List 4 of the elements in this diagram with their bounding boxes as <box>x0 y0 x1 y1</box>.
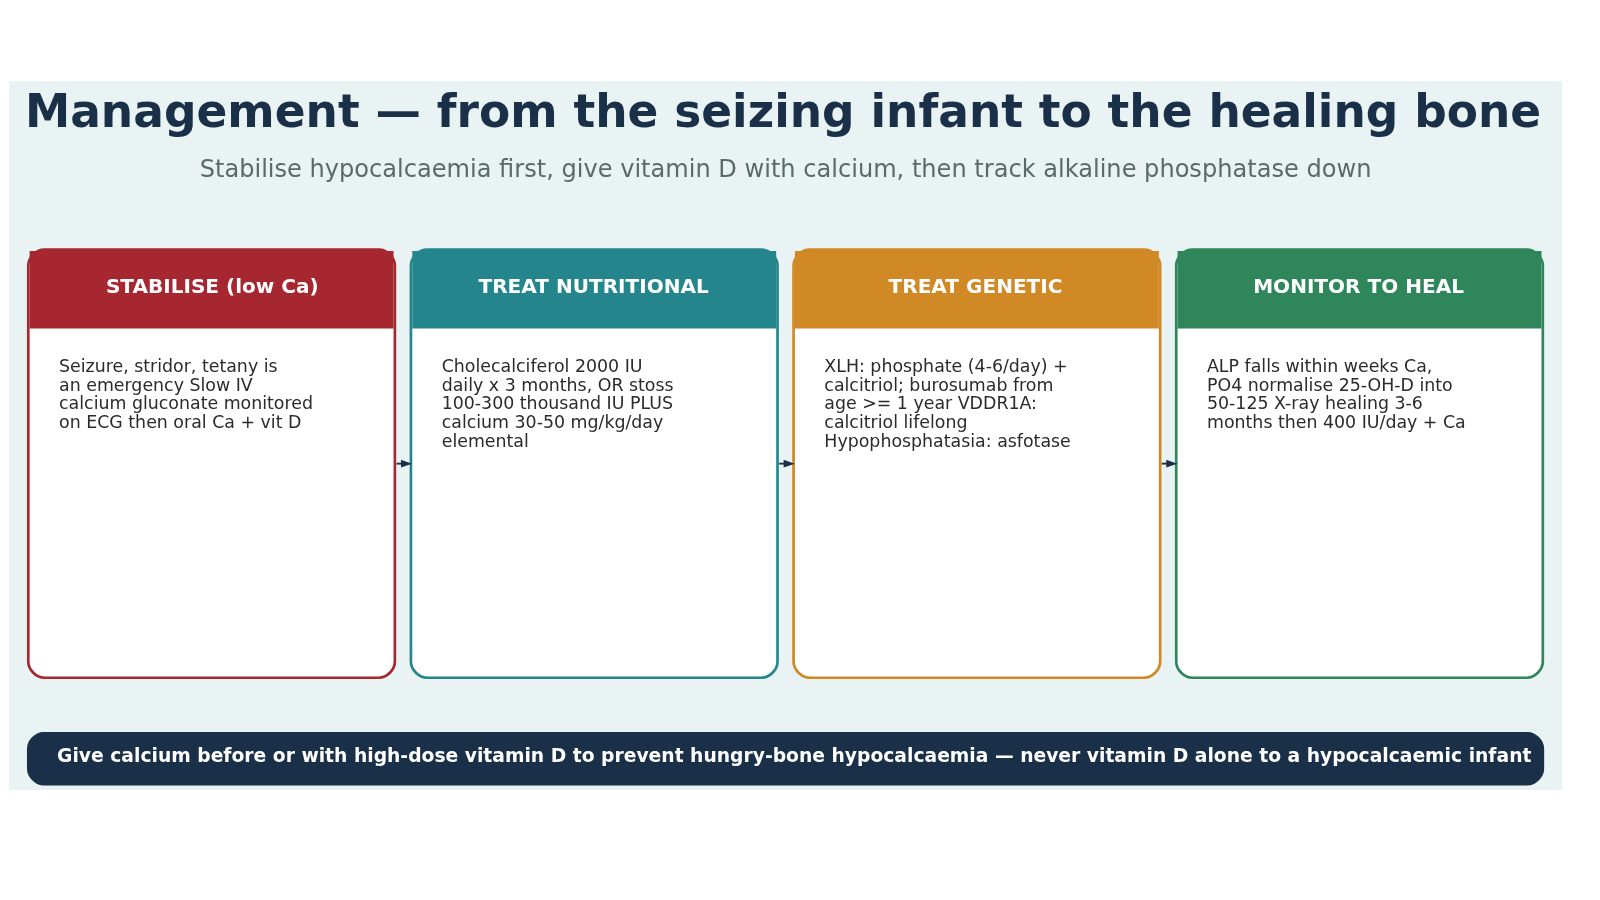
arrow <box>778 459 795 468</box>
label: Stabilise hypocalcaemia first, give vitamin D with calcium, then track alkaline phosphatase down <box>199 154 1372 183</box>
node-box: Give calcium before or with high-dose vitamin D to prevent hungry-bone hypocalcaemia — never vitamin D alone to a hypocalcaemic infant <box>26 731 1545 786</box>
diagram-title: Management — from the seizing infant to the healing bone <box>24 84 1542 138</box>
